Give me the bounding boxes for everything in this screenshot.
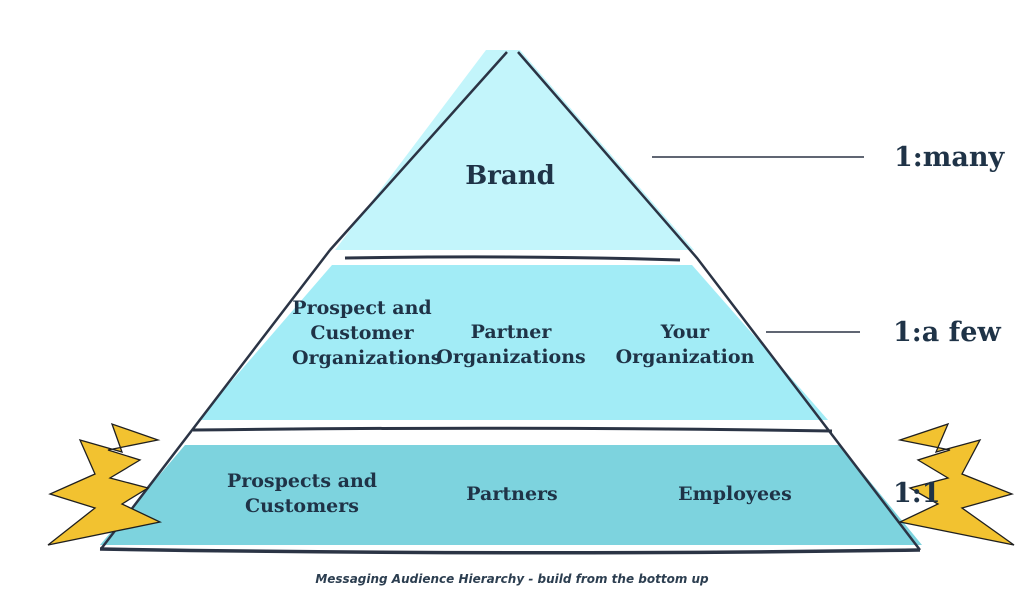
divider-line-top: [344, 255, 681, 262]
pyramid-outline-right: [517, 51, 921, 551]
ratio-label-bottom: 1:1: [893, 478, 941, 509]
tier-label-brand: Brand: [465, 161, 555, 191]
diagram-caption: Messaging Audience Hierarchy - build fro…: [315, 572, 709, 586]
tier-bottom-fill: [100, 445, 922, 545]
lightning-bolt-icon: [47, 422, 163, 546]
tier-label-partners: Partners: [466, 483, 558, 505]
ratio-label-middle: 1:a few: [893, 317, 1001, 348]
tier-label-prospects-customers: Prospects and Customers: [226, 470, 378, 517]
tier-middle-fill: [198, 265, 828, 420]
tier-label-partner-orgs: Partner Organizations: [436, 321, 586, 368]
ratio-label-top: 1:many: [894, 142, 1005, 173]
tier-label-your-org: Your Organization: [615, 321, 755, 368]
divider-line-bottom: [99, 547, 921, 555]
lightning-bolt-icon: [897, 422, 1015, 546]
tier-label-prospect-customer-orgs: Prospect and Customer Organizations: [292, 297, 442, 369]
divider-line-middle: [192, 426, 833, 433]
pyramid-outline-left: [100, 51, 508, 550]
tier-label-employees: Employees: [678, 483, 792, 505]
tier-top-fill: [335, 50, 694, 250]
